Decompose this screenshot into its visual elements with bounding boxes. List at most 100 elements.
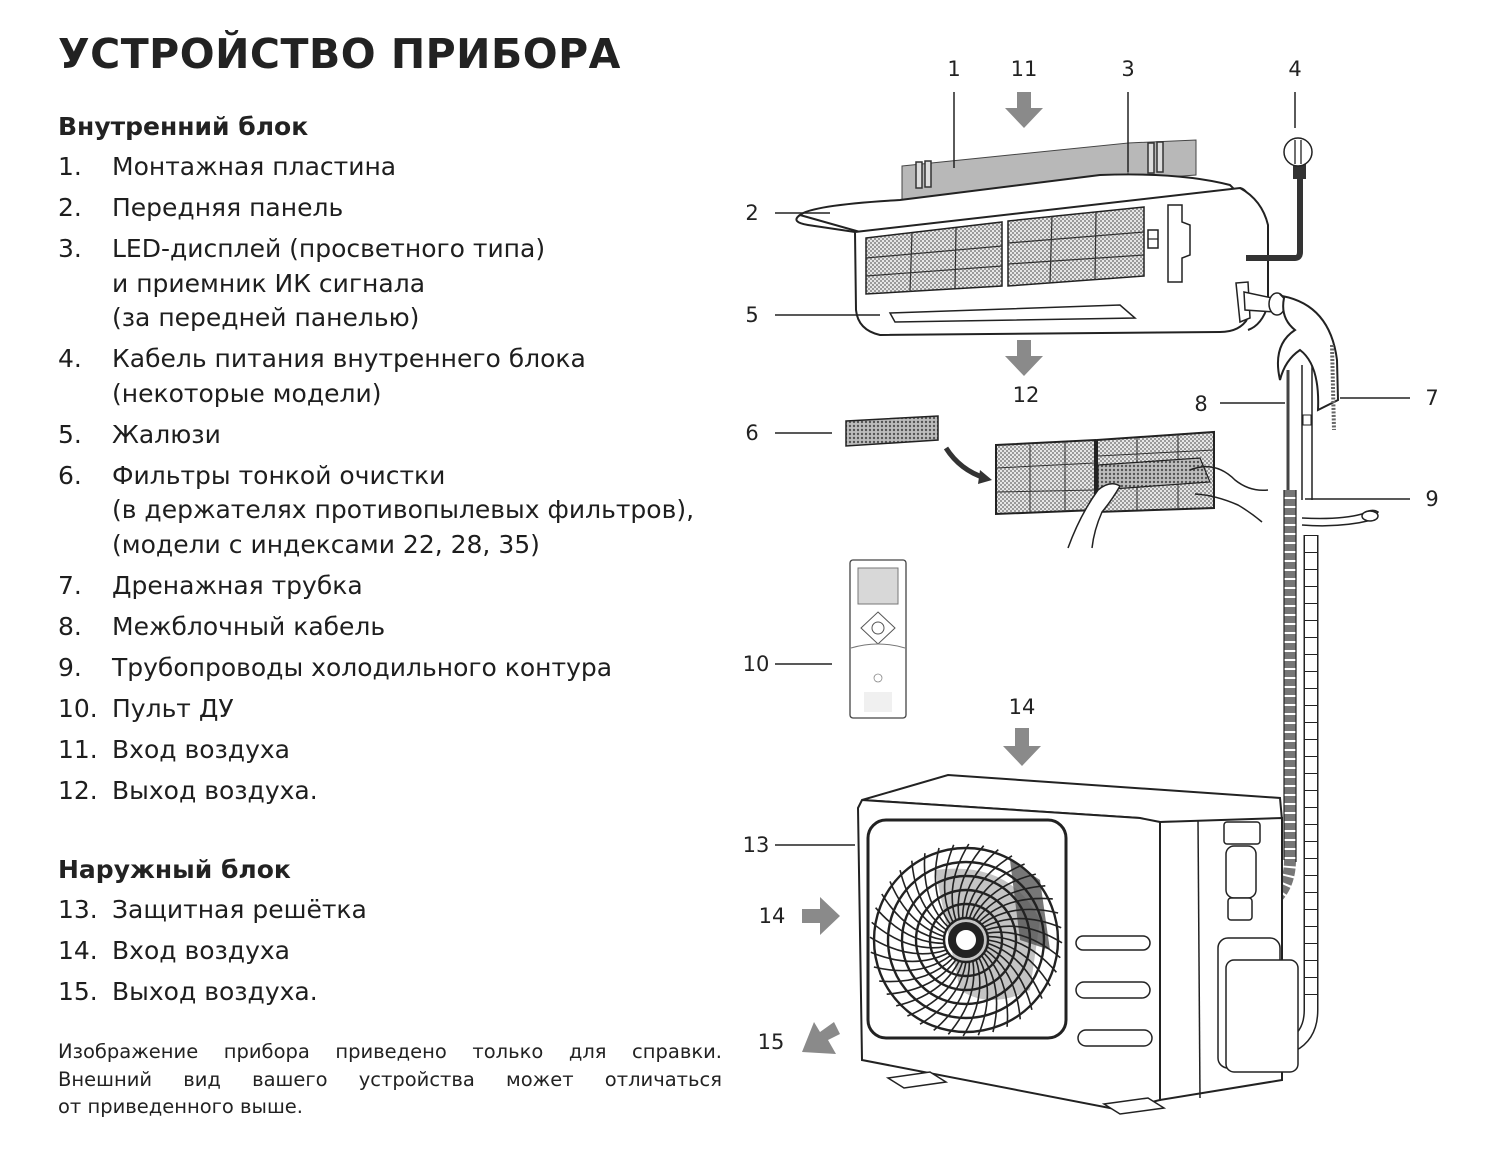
callout-3: 3 bbox=[1121, 57, 1134, 81]
side-vents bbox=[1075, 935, 1153, 1047]
dust-filter-right bbox=[1007, 206, 1145, 287]
air-inlet-arrow-outdoor-side bbox=[802, 897, 840, 935]
callout-9: 9 bbox=[1425, 487, 1438, 511]
grille-spoke bbox=[986, 931, 1061, 959]
foot-right bbox=[1101, 1097, 1167, 1115]
callout-2: 2 bbox=[745, 201, 758, 225]
grille-spoke bbox=[896, 960, 960, 1007]
item-text: Дренажная трубка bbox=[112, 570, 363, 600]
drain-tube bbox=[1330, 344, 1336, 431]
item-number: 11. bbox=[58, 734, 98, 764]
grille-spoke bbox=[879, 957, 954, 983]
hand-right bbox=[1189, 465, 1269, 523]
grille-spoke bbox=[947, 960, 975, 1035]
item-text: Выход воздуха. bbox=[112, 977, 318, 1006]
grille-spoke bbox=[933, 961, 971, 1032]
outdoor-parts-list: 13. Защитная решётка 14. Вход воздуха 15. Вых… bbox=[58, 893, 778, 1016]
grille-spoke bbox=[881, 893, 945, 941]
callout-14-side: 14 bbox=[759, 904, 786, 928]
item-number: 15. bbox=[58, 977, 98, 1006]
disclaimer-line-1: Изображение прибора приведено только для… bbox=[58, 1040, 722, 1063]
air-inlet-arrow-outdoor-top bbox=[1003, 728, 1041, 766]
air-outlet-arrow-outdoor bbox=[802, 1022, 840, 1054]
grille-spoke bbox=[987, 935, 1058, 973]
item-number: 10. bbox=[58, 693, 98, 723]
air-inlet-arrow-indoor bbox=[1005, 92, 1043, 128]
power-plug-icon bbox=[1283, 137, 1313, 167]
disclaimer-note: Изображение прибора приведено только для… bbox=[58, 1038, 722, 1121]
grille-spoke bbox=[983, 952, 1009, 1027]
grille-spoke bbox=[871, 921, 946, 949]
terminal-cover bbox=[1217, 937, 1299, 1073]
grille-spoke bbox=[899, 870, 946, 934]
indoor-unit bbox=[795, 137, 1340, 412]
airflow-arrows bbox=[802, 92, 1043, 1054]
indoor-unit-top bbox=[797, 173, 1241, 234]
item-number: 3. bbox=[58, 234, 82, 263]
list-item: 12.Выход воздуха. bbox=[58, 774, 778, 809]
item-text: LED-дисплей (просветного типа) и приемни… bbox=[112, 234, 546, 332]
disclaimer-line-2: Внешний вид вашего устройства может отли… bbox=[58, 1067, 722, 1091]
dust-filter-holder bbox=[995, 438, 1096, 516]
callout-11: 11 bbox=[1011, 57, 1038, 81]
list-item: 3. LED-дисплей (просветного типа) и прием… bbox=[58, 232, 778, 336]
dust-filter-left bbox=[865, 221, 1003, 295]
grille-spoke bbox=[977, 957, 989, 1036]
item-text: Межблочный кабель bbox=[112, 611, 386, 641]
list-item: 11.Вход воздуха bbox=[58, 733, 778, 768]
list-item: 5.Жалюзи bbox=[58, 418, 778, 453]
list-item: 10. Пульт ДУ bbox=[58, 692, 778, 727]
callout-10: 10 bbox=[743, 652, 770, 676]
callout-7: 7 bbox=[1425, 386, 1438, 410]
brand-logo bbox=[873, 673, 883, 683]
item-number: 5. bbox=[58, 419, 82, 449]
page-title: УСТРОЙСТВО ПРИБОРА bbox=[58, 30, 621, 78]
service-valve bbox=[1223, 821, 1261, 921]
grille-spoke bbox=[968, 863, 1025, 919]
grille-spoke bbox=[962, 959, 981, 1037]
air-outlet-arrow-indoor bbox=[1005, 340, 1043, 376]
grille-spoke bbox=[965, 855, 1013, 919]
foot-left bbox=[885, 1071, 949, 1089]
grille-spoke bbox=[874, 907, 945, 945]
grille-spoke bbox=[981, 908, 1059, 926]
callout-5: 5 bbox=[745, 303, 758, 327]
callout-15: 15 bbox=[758, 1030, 785, 1054]
item-number: 14. bbox=[58, 936, 98, 965]
item-text: Вход воздуха bbox=[112, 936, 290, 965]
item-text: Защитная решётка bbox=[112, 895, 367, 924]
insert-arrow-icon bbox=[943, 446, 986, 481]
grille-spoke bbox=[869, 936, 947, 955]
item-number: 9. bbox=[58, 652, 82, 682]
item-text: Передняя панель bbox=[112, 193, 344, 222]
item-number: 6. bbox=[58, 460, 82, 490]
callout-6: 6 bbox=[745, 421, 758, 445]
fan-hub bbox=[948, 922, 984, 958]
mounting-clip-right bbox=[1147, 141, 1164, 174]
pipe-bend-wrap bbox=[1276, 294, 1340, 412]
power-button-icon bbox=[871, 621, 885, 635]
grille-spoke bbox=[978, 897, 1053, 923]
outdoor-unit bbox=[856, 773, 1299, 1115]
callout-13: 13 bbox=[743, 833, 770, 857]
power-cable bbox=[1246, 175, 1303, 261]
callout-8: 8 bbox=[1194, 392, 1207, 416]
callout-14-top: 14 bbox=[1009, 695, 1036, 719]
callout-4: 4 bbox=[1288, 57, 1301, 81]
item-number: 13. bbox=[58, 895, 98, 924]
grille-spoke bbox=[951, 843, 970, 921]
grille-spoke bbox=[873, 954, 951, 972]
item-text: Трубопроводы холодильного контура bbox=[112, 652, 613, 682]
item-text: Пульт ДУ bbox=[112, 693, 234, 723]
grille-spoke bbox=[986, 946, 1033, 1010]
item-text: Монтажная пластина bbox=[112, 152, 397, 181]
callout-12: 12 bbox=[1013, 383, 1040, 407]
grille-spoke bbox=[985, 925, 1063, 944]
grille-spoke bbox=[987, 942, 1043, 999]
remote-control bbox=[849, 559, 907, 719]
item-number: 2. bbox=[58, 193, 82, 222]
list-item: 15. Выход воздуха. bbox=[58, 975, 778, 1010]
grille-spoke bbox=[907, 961, 964, 1017]
item-text: Кабель питания внутреннего блока (некото… bbox=[112, 344, 586, 408]
